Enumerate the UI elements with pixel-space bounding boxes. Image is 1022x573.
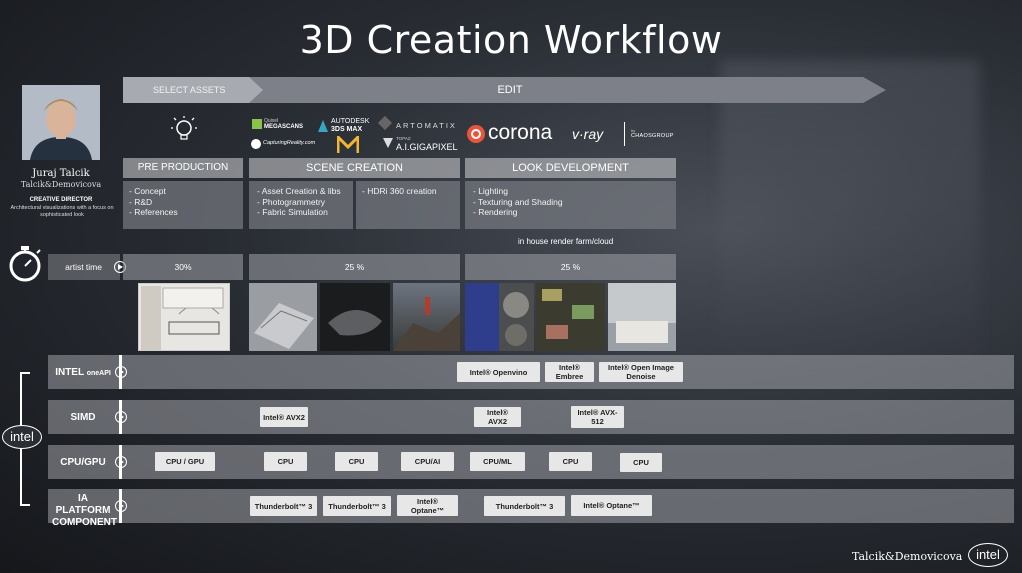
thumb-fabric-model xyxy=(249,283,317,351)
row-label-cpu-gpu: CPU/GPU xyxy=(60,457,106,468)
select-assets-phase: SELECT ASSETS xyxy=(123,77,263,103)
person-photo xyxy=(22,85,100,160)
list-item: - Fabric Simulation xyxy=(257,207,328,217)
play-marker-icon xyxy=(115,500,127,512)
row-simd xyxy=(48,400,1014,434)
chip-cpu-ml: CPU/ML xyxy=(470,452,525,471)
capturing-reality-logo: CapturingReality.com xyxy=(263,140,316,146)
profile-company: Talcik&Demovicova xyxy=(20,180,102,189)
scene-creation-list: - Asset Creation & libs - Photogrammetry… xyxy=(249,181,353,229)
list-item: - Lighting xyxy=(473,186,508,196)
look-development-list: - Lighting - Texturing and Shading - Ren… xyxy=(465,181,676,229)
row-label-text: IA PLATFORM xyxy=(55,493,111,516)
logo-divider xyxy=(624,122,625,146)
play-marker-icon xyxy=(115,411,127,423)
thumb-photogrammetry xyxy=(393,283,460,351)
list-item: - Concept xyxy=(129,186,166,196)
row-label-simd: SIMD xyxy=(70,412,96,423)
thumb-preproduction-sketch xyxy=(138,283,230,351)
topaz-label: TOPAZ xyxy=(396,136,411,141)
chip-cpu: CPU xyxy=(549,452,592,471)
avatar xyxy=(22,85,100,160)
intel-logo-icon: intel xyxy=(968,543,1008,567)
chip-optane: Intel® Optane™ xyxy=(397,495,458,516)
edit-phase-label: EDIT xyxy=(497,84,523,96)
play-marker-icon xyxy=(115,366,127,378)
chip-openvino: Intel® Openvino xyxy=(457,362,540,382)
capturing-reality-icon xyxy=(251,139,261,149)
chip-thunderbolt: Thunderbolt™ 3 xyxy=(484,496,565,516)
row-label-sub: oneAPI xyxy=(86,370,111,377)
play-marker-icon xyxy=(115,456,127,468)
chip-cpu-ai: CPU/AI xyxy=(401,452,454,471)
chip-embree: Intel® Embree xyxy=(545,362,594,382)
intel-badge: intel xyxy=(2,425,42,449)
stage-header-pre-production: PRE PRODUCTION xyxy=(123,158,243,178)
row-label-sub: COMPONENT xyxy=(52,517,117,528)
thumb-texture-editor xyxy=(465,283,499,351)
chip-cpu: CPU xyxy=(335,452,378,471)
list-item: - R&D xyxy=(129,196,153,207)
artist-time-scene-creation: 25 % xyxy=(249,254,460,280)
profile-role: CREATIVE DIRECTOR xyxy=(29,197,93,203)
topaz-icon xyxy=(383,138,393,148)
list-item: - Asset Creation & libs xyxy=(257,186,341,196)
row-label-oneapi: INTEL oneAPI xyxy=(52,367,114,380)
list-item: - Photogrammetry xyxy=(257,196,326,207)
chip-cpu: CPU xyxy=(264,452,307,471)
megascans-logo: MEGASCANS xyxy=(264,124,304,130)
stage-header-look-development: LOOK DEVELOPMENT xyxy=(465,158,676,178)
3dsmax-logo: 3DS MAX xyxy=(331,126,363,133)
artomatix-icon xyxy=(377,115,393,131)
chip-thunderbolt: Thunderbolt™ 3 xyxy=(250,496,317,516)
thumb-node-editor xyxy=(536,283,605,351)
chip-optane: Intel® Optane™ xyxy=(571,495,652,516)
list-item: - Texturing and Shading xyxy=(473,196,563,207)
artist-time-pre-production: 30% xyxy=(123,254,243,280)
thumb-material-ball xyxy=(499,283,534,351)
profile-name: Juraj Talcik xyxy=(32,168,90,179)
megascans-top-label: Quixel xyxy=(264,118,279,124)
max-m-icon xyxy=(337,136,359,153)
chaosgroup-by: by xyxy=(631,128,636,133)
chip-cpu-gpu: CPU / GPU xyxy=(155,452,215,471)
chaosgroup-logo: CHAOSGROUP xyxy=(631,133,674,139)
chip-avx512: Intel® AVX-512 xyxy=(571,406,624,428)
chip-thunderbolt: Thunderbolt™ 3 xyxy=(323,496,391,516)
stage-header-scene-creation: SCENE CREATION xyxy=(249,158,460,178)
footer-company: Talcik&Demovicova xyxy=(852,550,963,563)
pre-production-list: - Concept - R&D - References xyxy=(123,181,243,229)
list-item: - References xyxy=(129,207,178,217)
page-title: 3D Creation Workflow xyxy=(299,18,723,62)
stopwatch-icon xyxy=(9,246,41,282)
chip-open-image-denoise: Intel® Open Image Denoise xyxy=(599,362,683,382)
lightbulb-icon xyxy=(171,116,197,140)
artomatix-logo: ARTOMATIX xyxy=(396,121,457,130)
corona-logo: corona xyxy=(488,121,553,144)
row-label-text: INTEL xyxy=(55,367,84,378)
gigapixel-logo: A.I.GIGAPIXEL xyxy=(396,142,458,152)
chip-cpu: CPU xyxy=(620,453,662,472)
hdri-list: - HDRi 360 creation xyxy=(356,181,460,229)
artist-time-look-development: 25 % xyxy=(465,254,676,280)
megascans-icon xyxy=(252,119,262,129)
profile-desc: Architectural visualizations with a focu… xyxy=(10,205,114,218)
autodesk-logo: AUTODESK xyxy=(331,118,370,125)
artist-time-label: artist time xyxy=(48,254,120,280)
list-item: - Rendering xyxy=(473,207,518,217)
list-item: - HDRi 360 creation xyxy=(362,186,437,196)
vray-logo: v·ray xyxy=(572,126,604,142)
thumb-bedroom-render xyxy=(608,283,676,351)
chip-avx2: Intel® AVX2 xyxy=(260,407,308,427)
chip-avx2: Intel® AVX2 xyxy=(474,407,521,427)
autodesk-icon xyxy=(318,120,328,132)
thumb-fabric-sim xyxy=(320,283,390,351)
render-farm-label: in house render farm/cloud xyxy=(518,237,614,246)
corona-icon xyxy=(467,125,485,143)
background-window xyxy=(720,60,980,360)
